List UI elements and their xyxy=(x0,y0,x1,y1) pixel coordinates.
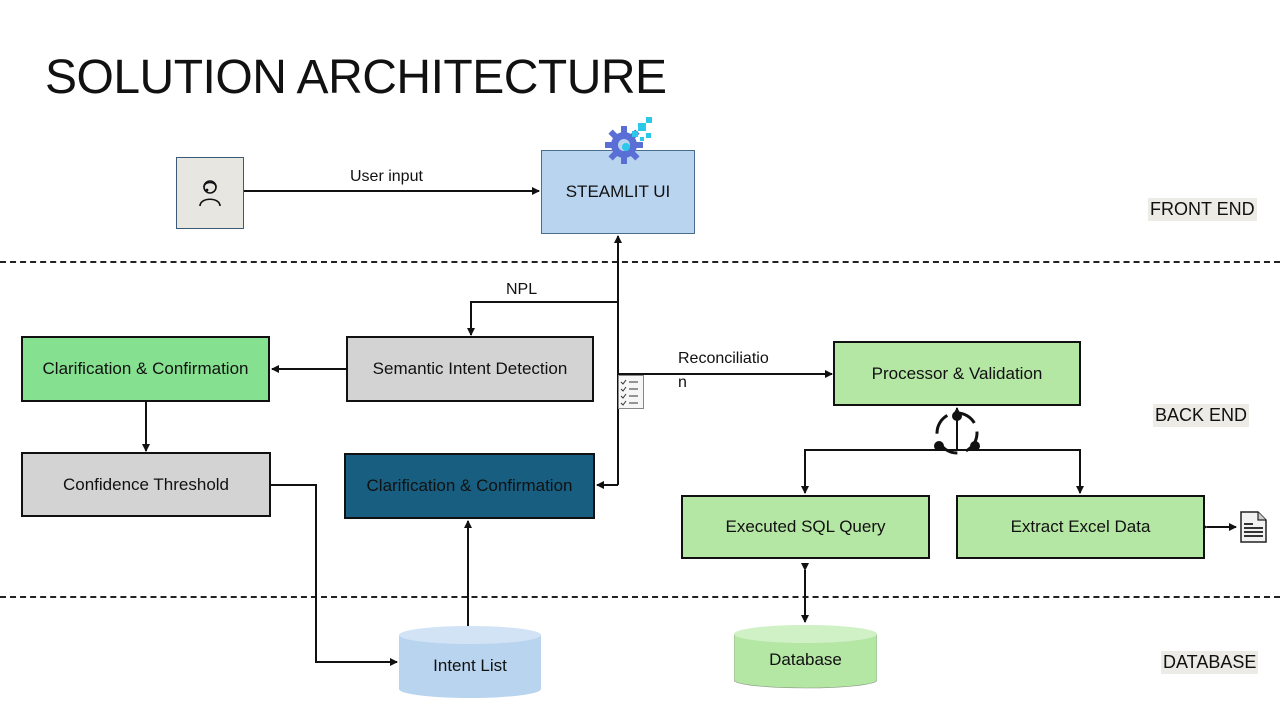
executed-sql-node[interactable]: Executed SQL Query xyxy=(681,495,930,559)
extract-excel-label: Extract Excel Data xyxy=(1010,517,1151,536)
confidence-threshold-node[interactable]: Confidence Threshold xyxy=(21,452,271,517)
edge-to-excel xyxy=(957,449,1084,494)
page-title: SOLUTION ARCHITECTURE xyxy=(45,51,667,104)
zone-label-front-end: FRONT END xyxy=(1148,198,1257,221)
edge-label-user-input: User input xyxy=(350,168,423,185)
edge-to-sql xyxy=(801,449,957,494)
executed-sql-label: Executed SQL Query xyxy=(725,517,886,536)
clarification-confirmation-label: Clarification & Confirmation xyxy=(42,359,249,378)
cylinder-shape xyxy=(399,626,541,698)
zone-label-back-end: BACK END xyxy=(1153,404,1250,427)
streamlit-ui-node[interactable]: STEAMLIT UI xyxy=(541,150,695,234)
zone-label-database: DATABASE xyxy=(1161,651,1259,674)
reconciliation-line-2: n xyxy=(678,374,687,391)
backend-database-divider xyxy=(0,596,1280,598)
frontend-backend-divider xyxy=(0,261,1280,263)
clarification-confirmation-node[interactable]: Clarification & Confirmation xyxy=(21,336,270,402)
database-datastore[interactable]: Database xyxy=(734,625,877,689)
user-headset-icon xyxy=(199,180,221,207)
merge-icon xyxy=(934,411,980,455)
user-node[interactable] xyxy=(176,157,244,229)
checklist-icon xyxy=(618,375,644,409)
semantic-intent-label: Semantic Intent Detection xyxy=(372,359,568,378)
reconciliation-line-1: Reconciliatio xyxy=(678,350,769,367)
clarification-confirmation-dark-label: Clarification & Confirmation xyxy=(366,476,573,495)
intent-list-datastore[interactable]: Intent List xyxy=(399,626,541,698)
document-icon xyxy=(1240,511,1267,543)
semantic-intent-node[interactable]: Semantic Intent Detection xyxy=(346,336,594,402)
confidence-threshold-label: Confidence Threshold xyxy=(62,474,229,494)
processor-validation-node[interactable]: Processor & Validation xyxy=(833,341,1081,406)
processor-validation-label: Processor & Validation xyxy=(871,363,1043,383)
clarification-confirmation-dark-node[interactable]: Clarification & Confirmation xyxy=(344,453,595,519)
edge-label-reconciliation: Reconciliatio n xyxy=(678,347,769,395)
database-label: Database xyxy=(769,650,842,669)
edge-confidence-to-intentlist xyxy=(271,484,398,666)
intent-list-label: Intent List xyxy=(433,656,507,675)
cylinder-shape xyxy=(734,625,877,689)
edge-label-npl: NPL xyxy=(506,281,538,298)
edge-npl-to-semantic xyxy=(467,301,618,336)
extract-excel-node[interactable]: Extract Excel Data xyxy=(956,495,1205,559)
streamlit-ui-label: STEAMLIT UI xyxy=(565,182,671,201)
gear-pixels-icon xyxy=(605,117,652,164)
